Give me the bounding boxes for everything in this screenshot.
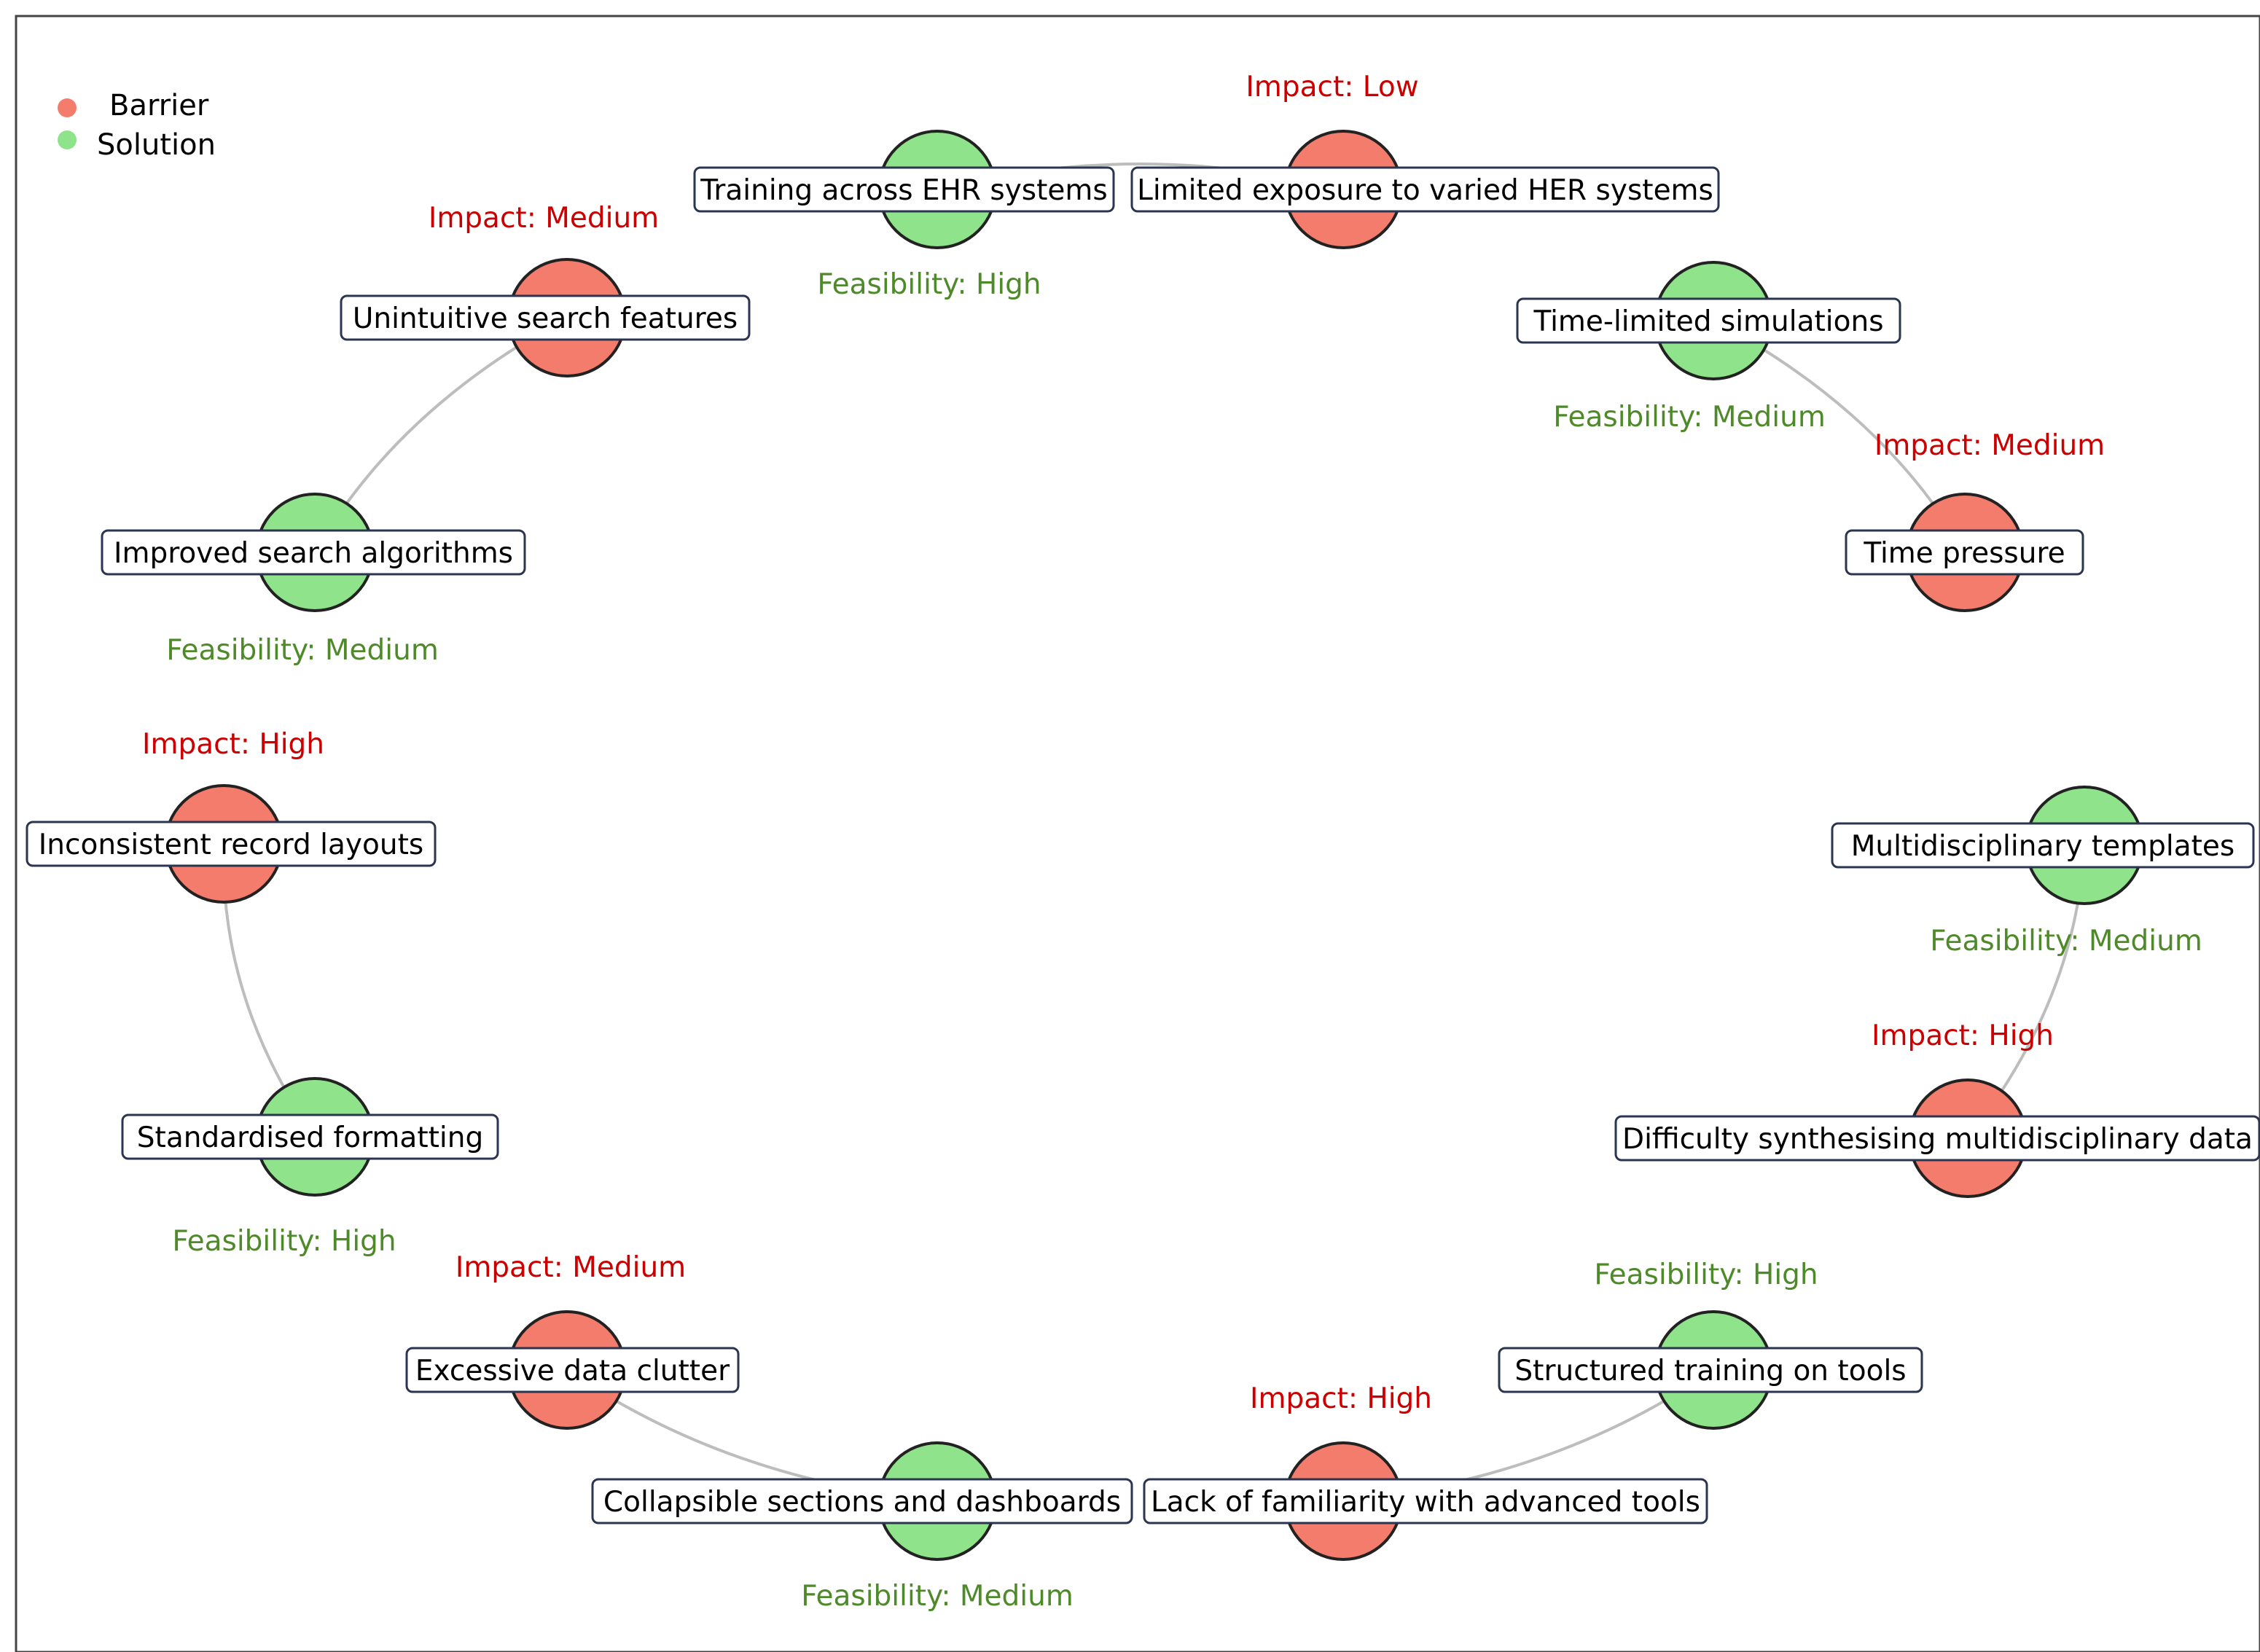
node-label: Multidisciplinary templates xyxy=(1851,830,2234,863)
node-difficulty-synth[interactable]: Difficulty synthesising multidisciplinar… xyxy=(1614,1019,2260,1198)
node-label: Difficulty synthesising multidisciplinar… xyxy=(1622,1123,2253,1156)
node-label: Training across EHR systems xyxy=(700,174,1107,207)
feasibility-label: Feasibility: Medium xyxy=(1553,401,1826,434)
legend-barrier-swatch xyxy=(58,98,77,117)
impact-label: Impact: High xyxy=(1872,1019,2054,1052)
feasibility-label: Feasibility: Medium xyxy=(1930,925,2202,958)
node-label-box xyxy=(1614,1115,2260,1162)
feasibility-label: Feasibility: Medium xyxy=(801,1580,1074,1613)
node-label-box xyxy=(1831,822,2255,869)
node-label-box xyxy=(1516,297,1901,344)
node-label: Standardised formatting xyxy=(137,1121,483,1154)
feasibility-label: Feasibility: Medium xyxy=(166,634,439,667)
node-label: Time pressure xyxy=(1863,537,2065,570)
node-label: Unintuitive search features xyxy=(353,302,738,335)
node-structured-training[interactable]: Structured training on tools Feasibility:… xyxy=(1498,1258,1923,1430)
node-label: Collapsible sections and dashboards xyxy=(603,1486,1121,1519)
node-label-box xyxy=(591,1478,1133,1524)
node-lack-familiarity[interactable]: Lack of familiarity with advanced tools I… xyxy=(1143,1382,1708,1561)
impact-label: Impact: Medium xyxy=(1874,429,2105,462)
node-label: Excessive data clutter xyxy=(415,1355,730,1387)
node-unintuitive-search[interactable]: Unintuitive search features Impact: Mediu… xyxy=(340,202,751,377)
node-training-ehr[interactable]: Training across EHR systemsFeasibility: … xyxy=(693,130,1115,301)
legend-barrier-label: Barrier xyxy=(109,89,209,122)
node-multi-templates[interactable]: Multidisciplinary templatesFeasibility: … xyxy=(1831,786,2255,958)
node-label-box xyxy=(26,821,437,867)
node-label-box xyxy=(340,294,751,341)
node-label-box xyxy=(405,1347,740,1393)
node-label: Inconsistent record layouts xyxy=(39,829,423,861)
diagram-frame xyxy=(15,15,2260,1652)
node-label: Structured training on tools xyxy=(1514,1355,1906,1387)
nodes-layer: Training across EHR systemsFeasibility: … xyxy=(26,71,2260,1613)
node-time-pressure[interactable]: Time pressure Impact: Medium xyxy=(1845,429,2105,612)
node-label-box xyxy=(693,166,1115,213)
feasibility-label: Feasibility: High xyxy=(172,1225,396,1258)
node-excessive-clutter[interactable]: Excessive data clutter Impact: Medium xyxy=(405,1251,740,1430)
node-label-box xyxy=(101,529,526,576)
node-label-box xyxy=(1498,1347,1923,1393)
node-limited-exposure[interactable]: Limited exposure to varied HER systems Im… xyxy=(1130,71,1720,249)
node-label: Limited exposure to varied HER systems xyxy=(1137,174,1713,207)
impact-label: Impact: High xyxy=(142,728,324,761)
legend-solution-label: Solution xyxy=(97,128,216,162)
node-label: Time-limited simulations xyxy=(1533,305,1883,338)
feasibility-label: Feasibility: High xyxy=(817,268,1041,301)
impact-label: Impact: Low xyxy=(1246,71,1418,103)
node-label-box xyxy=(1130,166,1720,213)
legend-solution-swatch xyxy=(58,130,77,149)
node-label-box xyxy=(1143,1478,1708,1524)
impact-label: Impact: Medium xyxy=(429,202,659,235)
node-inconsistent-layouts[interactable]: Inconsistent record layouts Impact: High xyxy=(26,728,437,904)
node-label-box xyxy=(1845,529,2084,576)
edges-layer xyxy=(222,163,2086,1503)
impact-label: Impact: Medium xyxy=(455,1251,686,1284)
node-collapsible[interactable]: Collapsible sections and dashboardsFeasi… xyxy=(591,1441,1133,1613)
node-label: Improved search algorithms xyxy=(114,537,513,570)
feasibility-label: Feasibility: High xyxy=(1594,1258,1818,1291)
node-label: Lack of familiarity with advanced tools xyxy=(1151,1486,1700,1519)
impact-label: Impact: High xyxy=(1250,1382,1432,1415)
node-label-box xyxy=(121,1113,499,1160)
